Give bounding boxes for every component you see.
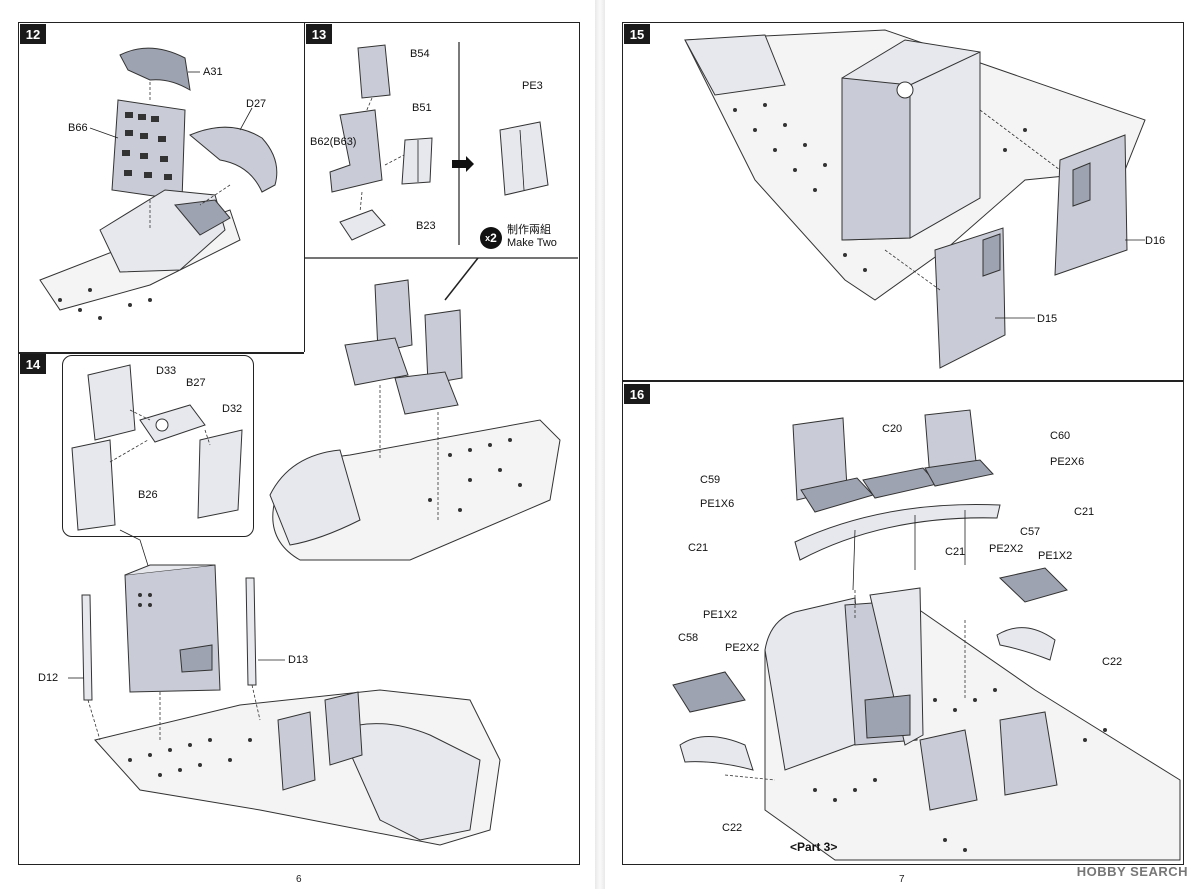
binding-gutter (595, 0, 605, 889)
step-13-art (269, 42, 578, 561)
label-c21-mid: C21 (945, 546, 966, 558)
label-pe2x6: PE2X6 (1050, 456, 1085, 468)
label-d27: D27 (246, 98, 267, 110)
label-b51: B51 (412, 102, 432, 114)
label-d13: D13 (288, 654, 309, 666)
label-b54: B54 (410, 48, 430, 60)
label-d32: D32 (222, 403, 243, 415)
right-page-illustrations (672, 29, 1181, 861)
label-c20: C20 (882, 423, 903, 435)
label-c22-right: C22 (1102, 656, 1123, 668)
step-16-art (672, 409, 1181, 861)
watermark: HOBBY SEARCH (1076, 864, 1188, 879)
step-16-top-line (622, 380, 1184, 382)
step-16-badge: 16 (624, 384, 650, 404)
label-d33: D33 (156, 365, 177, 377)
step-14-top-line (18, 352, 304, 354)
label-c57: C57 (1020, 526, 1041, 538)
page-number-left: 6 (296, 874, 302, 885)
label-d15: D15 (1037, 313, 1058, 325)
left-page: 12 13 14 (0, 0, 595, 889)
make-two-prefix: x (485, 233, 491, 243)
label-pe1x2-left: PE1X2 (703, 609, 738, 621)
label-pe2x2-right: PE2X2 (989, 543, 1024, 555)
step-12-art (39, 47, 278, 320)
label-c59: C59 (700, 474, 721, 486)
label-b23: B23 (416, 220, 436, 232)
label-pe1x2-right: PE1X2 (1038, 550, 1073, 562)
label-pe3: PE3 (522, 80, 543, 92)
step-12-badge: 12 (20, 24, 46, 44)
step-14-badge: 14 (20, 354, 46, 374)
label-c22-left: C22 (722, 822, 743, 834)
left-page-illustrations (39, 42, 578, 846)
make-two-text: 制作兩組 Make Two (507, 224, 557, 250)
label-pe2x2-left: PE2X2 (725, 642, 760, 654)
make-two-en: Make Two (507, 237, 557, 249)
label-d16: D16 (1145, 235, 1166, 247)
label-c58: C58 (678, 632, 699, 644)
step-15-badge: 15 (624, 24, 650, 44)
step-15-art (684, 29, 1146, 369)
label-b26: B26 (138, 489, 158, 501)
step-14-inset-box (62, 355, 254, 537)
make-two-count: 2 (490, 231, 497, 245)
step-13-badge: 13 (306, 24, 332, 44)
label-c21-left: C21 (688, 542, 709, 554)
label-pe1x6: PE1X6 (700, 498, 735, 510)
part-3-label: <Part 3> (790, 840, 838, 854)
right-page: 15 16 (605, 0, 1200, 889)
label-d12: D12 (38, 672, 59, 684)
label-b27: B27 (186, 377, 206, 389)
label-c60: C60 (1050, 430, 1071, 442)
step-14-art (68, 364, 501, 846)
label-b62: B62(B63) (310, 136, 357, 148)
make-two-cn: 制作兩組 (507, 224, 551, 236)
label-a31: A31 (203, 66, 223, 78)
label-b66: B66 (68, 122, 88, 134)
label-c21-right: C21 (1074, 506, 1095, 518)
page-number-right: 7 (899, 874, 905, 885)
